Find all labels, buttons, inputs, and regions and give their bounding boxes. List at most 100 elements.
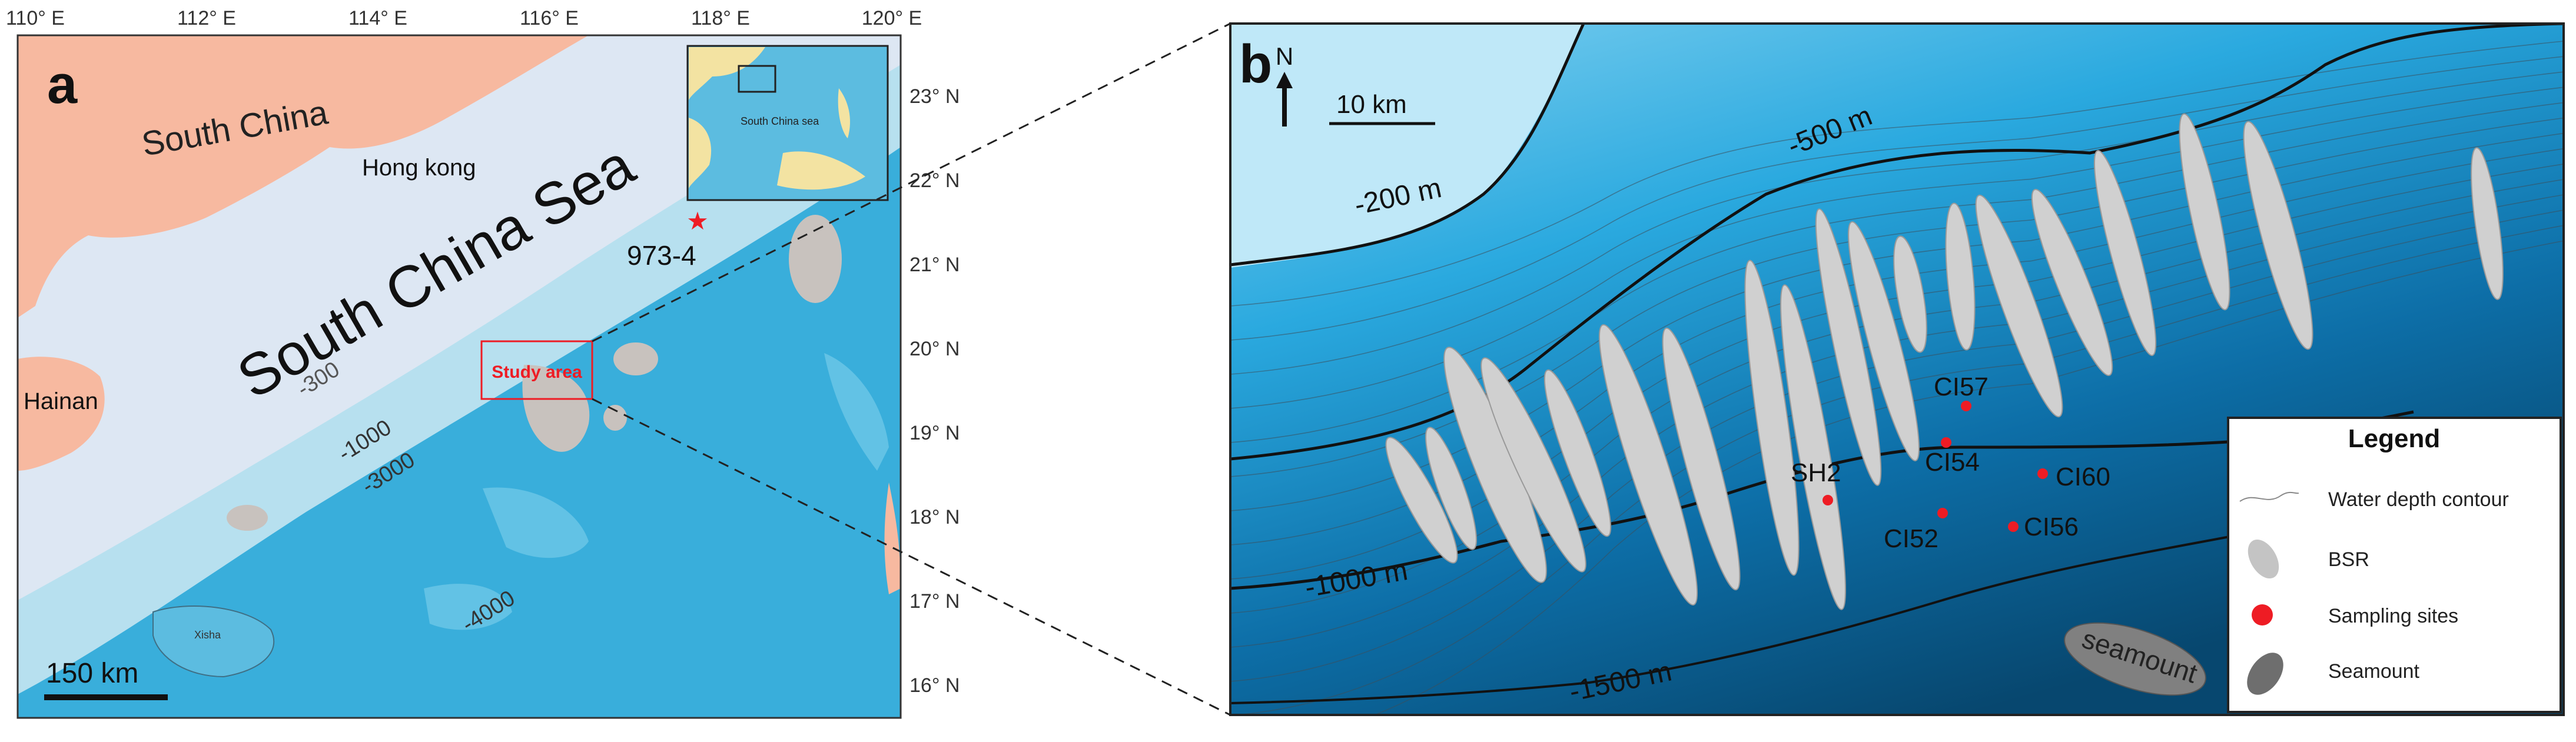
site-sh2-marker (1823, 495, 1833, 505)
inset-land-china (689, 47, 765, 100)
hainan-island (18, 357, 105, 471)
site-ci57-marker (1961, 401, 1971, 411)
panel-b: seamount b N 10 km -200 m -500 m -1000 m… (1229, 22, 2565, 716)
panel-a: 110° E 112° E 114° E 116° E 118° E 120° E 23°… (6, 7, 960, 719)
inset-label: South China sea (741, 115, 819, 127)
shoal-4 (227, 505, 268, 531)
legend-item-contour: Water depth contour (2328, 488, 2509, 511)
bsr-zone (1744, 259, 1800, 576)
lon-tick-label: 110° E (6, 7, 65, 29)
study-shoal (522, 365, 590, 452)
legend-title: Legend (2348, 424, 2440, 453)
lat-tick-label: 16° N (909, 674, 960, 697)
contour-1500m (1230, 528, 2267, 704)
legend-site-swatch (2252, 604, 2273, 625)
bsr-zone (1893, 235, 1927, 353)
luzon-edge (884, 483, 901, 594)
shelf-area (1230, 24, 1584, 268)
north-label: N (1276, 42, 1293, 70)
seamount-shape (2064, 622, 2206, 696)
bsr-zone (2471, 147, 2504, 300)
panel-b-letter: b (1239, 34, 1272, 94)
legend: Legend Water depth contour BSR Sampling … (2227, 417, 2562, 713)
inset-map: South China sea (686, 45, 889, 201)
site-ci52-marker (1937, 508, 1948, 518)
leader-line-top (592, 22, 1231, 342)
shoal-2 (613, 342, 658, 375)
inset-land-borneo (777, 151, 865, 190)
north-arrow: N (1276, 42, 1293, 127)
deep-basin-patch (483, 487, 589, 558)
bsr-zone (1385, 437, 1458, 564)
site-ci54-label: CI54 (1925, 448, 1980, 477)
lat-tick-label: 17° N (909, 590, 960, 613)
shoal-1 (789, 215, 842, 303)
site-ci57-label: CI57 (1934, 372, 1989, 401)
bsr-zone (1662, 327, 1741, 591)
depth-contour-line (1230, 41, 2564, 307)
bsr-zone (2031, 189, 2113, 376)
hong-kong-label: Hong kong (362, 155, 476, 181)
study-area-label: Study area (492, 362, 582, 382)
bsr-zone (1543, 369, 1612, 537)
lon-tick-label: 112° E (177, 7, 236, 29)
legend-item-sites: Sampling sites (2328, 605, 2458, 627)
lon-tick-label: 120° E (862, 7, 922, 29)
legend-seamount-swatch (2247, 653, 2283, 695)
south-china-land (18, 35, 589, 318)
contour-200m (1230, 24, 1585, 267)
lon-tick-label: 114° E (348, 7, 407, 29)
east-ridge (824, 353, 889, 471)
bsr-zone (2179, 113, 2230, 311)
leader-line-bottom (592, 398, 1231, 716)
latitude-ticks: 23° N22° N21° N20° N19° N18° N17° N16° N (909, 85, 960, 697)
site-973-label: 973-4 (627, 240, 696, 271)
inset-land-philippines (838, 88, 851, 138)
bsr-zone (2093, 150, 2157, 356)
lat-tick-label: 19° N (909, 422, 960, 444)
legend-item-bsr: BSR (2328, 548, 2369, 571)
lat-tick-label: 22° N (909, 169, 960, 192)
lat-tick-label: 23° N (909, 85, 960, 108)
site-ci56-label: CI56 (2024, 513, 2079, 541)
site-ci54-marker (1941, 437, 1951, 448)
sampling-sites: SH2 CI57 CI54 CI60 CI52 CI56 (1791, 372, 2110, 553)
bsr-zone (1945, 202, 1976, 351)
shoal-3 (603, 405, 627, 431)
panel-a-scale-label: 150 km (46, 658, 138, 689)
lat-tick-label: 18° N (909, 506, 960, 528)
inset-land-indochina (689, 118, 712, 188)
panel-b-scale-label: 10 km (1336, 90, 1407, 119)
bsr-zone (1480, 357, 1586, 573)
depth-contour-line (1230, 117, 2564, 477)
north-arrow-icon (1276, 72, 1293, 127)
legend-item-seamount: Seamount (2328, 660, 2420, 683)
lon-tick-label: 118° E (691, 7, 750, 29)
depth-contour-line (1231, 225, 2564, 715)
bsr-zone (1598, 324, 1698, 605)
panel-b-frame (1229, 22, 2565, 716)
xisha-label: Xisha (194, 629, 221, 641)
bsr-zone (1848, 221, 1920, 461)
lon-tick-label: 116° E (520, 7, 579, 29)
site-973-star-icon: ★ (686, 207, 709, 235)
site-ci60-marker (2037, 468, 2048, 479)
bsr-zones (1385, 113, 2504, 610)
lat-tick-label: 20° N (909, 338, 960, 360)
legend-box (2227, 417, 2562, 713)
site-ci60-label: CI60 (2056, 462, 2110, 491)
panel-a-frame (16, 34, 902, 719)
inset-locator-box (738, 65, 776, 93)
depth-contour-line (1230, 56, 2564, 341)
site-ci52-label: CI52 (1884, 524, 1938, 553)
site-ci56-marker (2008, 521, 2019, 532)
bsr-zone (1815, 208, 1882, 486)
bsr-zone (1780, 284, 1846, 610)
panel-a-letter: a (47, 55, 78, 115)
legend-bsr-swatch (2248, 539, 2279, 579)
bsr-zone (2243, 121, 2313, 350)
legend-contour-swatch (2239, 491, 2299, 502)
xisha-islands (152, 605, 275, 678)
